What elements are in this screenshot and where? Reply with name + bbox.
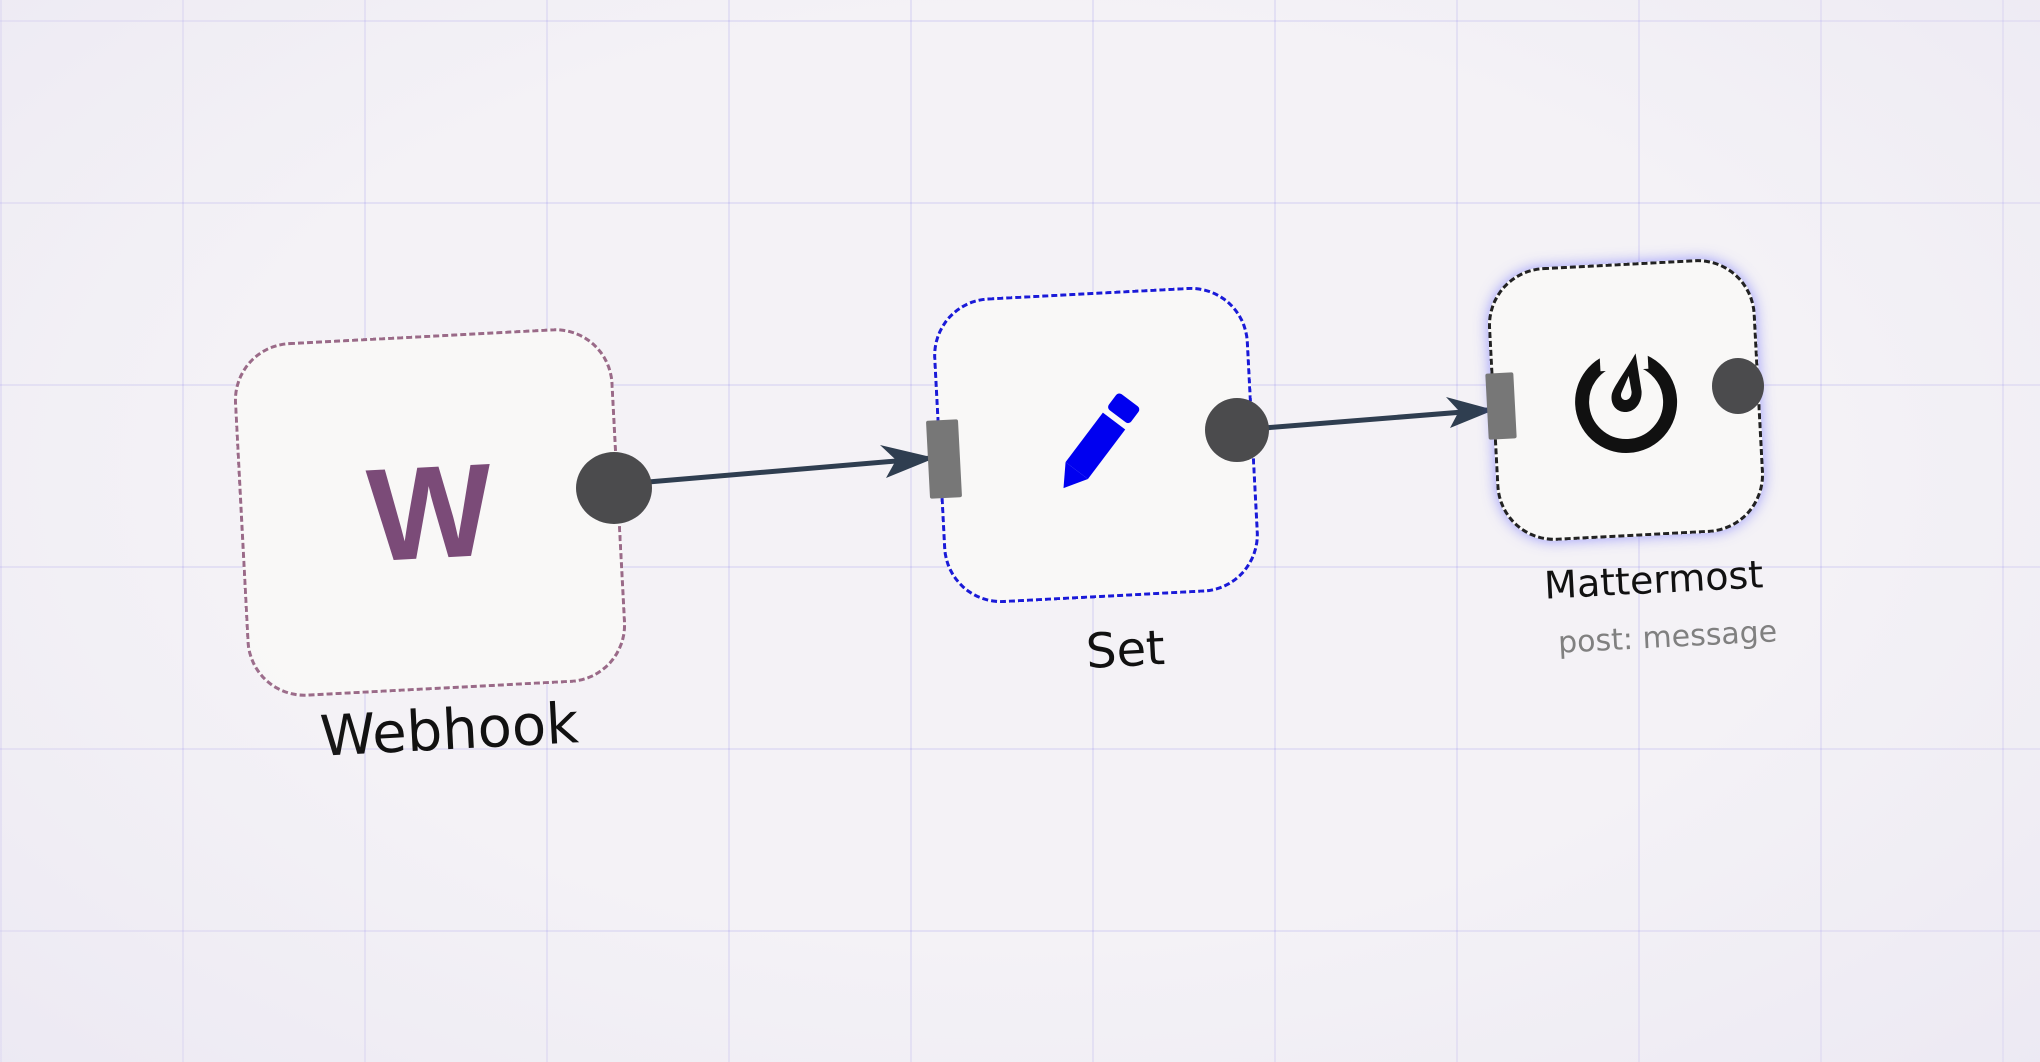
mattermost-output-port[interactable] [1712, 358, 1764, 414]
mattermost-input-port[interactable] [1485, 372, 1517, 440]
connection-set-to-mattermost[interactable] [1263, 407, 1489, 431]
node-set[interactable] [930, 283, 1262, 607]
connection-arrow-webhook-to-set [880, 445, 935, 478]
mattermost-logo-icon [1575, 346, 1678, 453]
connection-arrow-set-to-mattermost [1446, 397, 1494, 428]
node-mattermost[interactable] [1485, 256, 1767, 544]
pencil-icon [1063, 393, 1140, 489]
node-webhook[interactable]: W [230, 325, 630, 700]
webhook-output-port[interactable] [576, 452, 652, 524]
set-output-port[interactable] [1205, 398, 1269, 462]
set-node-label: Set [1084, 619, 1167, 681]
set-input-port[interactable] [925, 419, 963, 499]
webhook-node-label: Webhook [318, 691, 581, 770]
connection-webhook-to-set[interactable] [647, 455, 933, 485]
webhook-letter-icon: W [363, 435, 497, 589]
